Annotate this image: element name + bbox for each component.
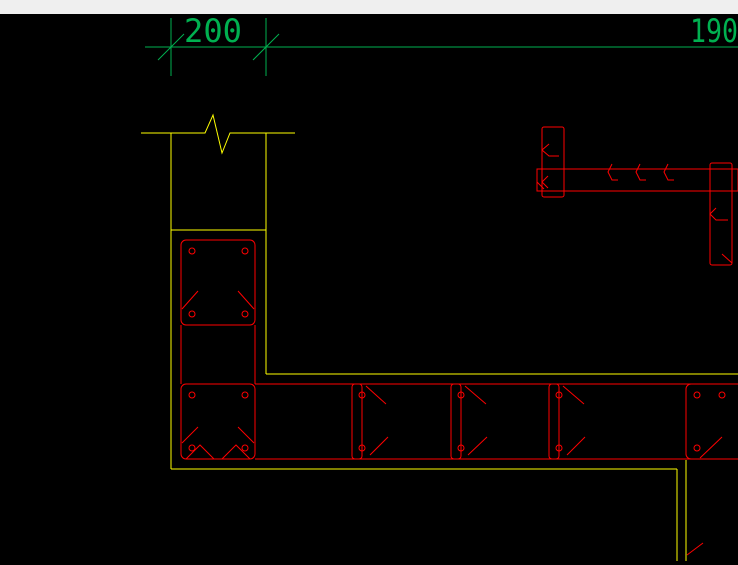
corner-stirrup bbox=[180, 383, 256, 460]
stirrup-hook bbox=[237, 426, 255, 444]
window-title-bar bbox=[0, 0, 738, 14]
beam-stirrup bbox=[685, 383, 738, 460]
rebar-bar bbox=[188, 310, 196, 318]
dimension-group bbox=[145, 18, 738, 76]
wall-outline bbox=[141, 113, 738, 561]
stirrup-hook bbox=[185, 444, 215, 460]
stirrup-hook bbox=[181, 290, 199, 310]
beam-stirrup bbox=[450, 383, 488, 460]
drawing-svg: 200 190 bbox=[141, 12, 738, 561]
dimension-tick-right bbox=[252, 33, 280, 61]
rebar-bar bbox=[241, 391, 249, 399]
stirrup-hook bbox=[237, 290, 255, 310]
rebar-bar bbox=[241, 444, 249, 452]
rebar-bar bbox=[241, 247, 249, 255]
column-stirrup-top bbox=[180, 239, 256, 326]
cad-drawing-canvas[interactable]: 200 190 bbox=[0, 12, 738, 561]
rebar-detail-upper-right bbox=[536, 126, 738, 266]
beam-stirrup bbox=[548, 383, 586, 460]
dimension-tick-left bbox=[157, 33, 185, 61]
stirrup-hook bbox=[221, 444, 251, 460]
rebar-bar bbox=[241, 310, 249, 318]
stirrup-hook bbox=[686, 542, 704, 556]
dimension-text-left: 200 bbox=[184, 14, 242, 50]
rebar-group bbox=[180, 126, 738, 556]
rebar-bar bbox=[188, 247, 196, 255]
dimension-text-right: 190 bbox=[690, 14, 738, 50]
break-line bbox=[141, 113, 295, 155]
stirrup-hook bbox=[181, 426, 199, 444]
rebar-bar bbox=[188, 391, 196, 399]
beam-stirrup bbox=[351, 383, 389, 460]
rebar-bar bbox=[188, 444, 196, 452]
